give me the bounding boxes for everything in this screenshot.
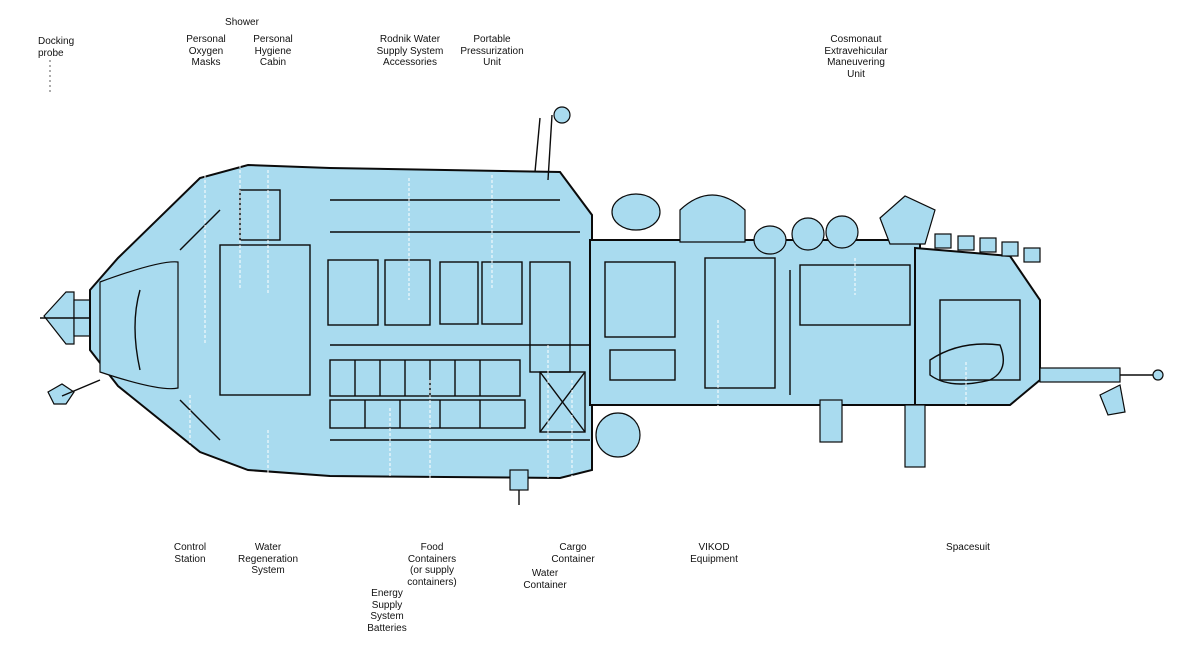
label-vikod-equipment: VIKOD Equipment (690, 542, 738, 565)
label-shower: Shower (225, 17, 259, 28)
spacecraft-hull (40, 106, 1164, 505)
upper-tanks (611, 193, 936, 255)
label-control-station: Control Station (173, 542, 207, 565)
leader-lines (49, 60, 967, 575)
label-docking-probe: Docking probe (38, 36, 75, 59)
lower-appendages (509, 399, 926, 505)
label-portable-pressurization-unit: Portable Pressurization Unit (460, 34, 524, 68)
label-rodnik-water-supply: Rodnik Water Supply System Accessories (376, 34, 444, 68)
label-cargo-container: Cargo Container (551, 542, 595, 565)
aft-top-fittings (934, 233, 1041, 263)
label-energy-supply-batteries: Energy Supply System Batteries (367, 588, 407, 634)
label-personal-oxygen-masks: Personal Oxygen Masks (186, 34, 226, 68)
top-mast (534, 106, 571, 181)
label-cosmonaut-emu: Cosmonaut Extravehicular Maneuvering Uni… (824, 34, 888, 80)
interior-bays (179, 189, 1021, 441)
aft-boom (1039, 367, 1164, 416)
label-spacesuit: Spacesuit (946, 542, 990, 553)
label-personal-hygiene-cabin: Personal Hygiene Cabin (253, 34, 293, 68)
label-water-regeneration-system: Water Regeneration System (237, 542, 299, 576)
label-food-containers: Food Containers (or supply containers) (407, 542, 457, 588)
docking-probe-assembly (40, 291, 101, 405)
label-water-container: Water Container (523, 568, 567, 591)
